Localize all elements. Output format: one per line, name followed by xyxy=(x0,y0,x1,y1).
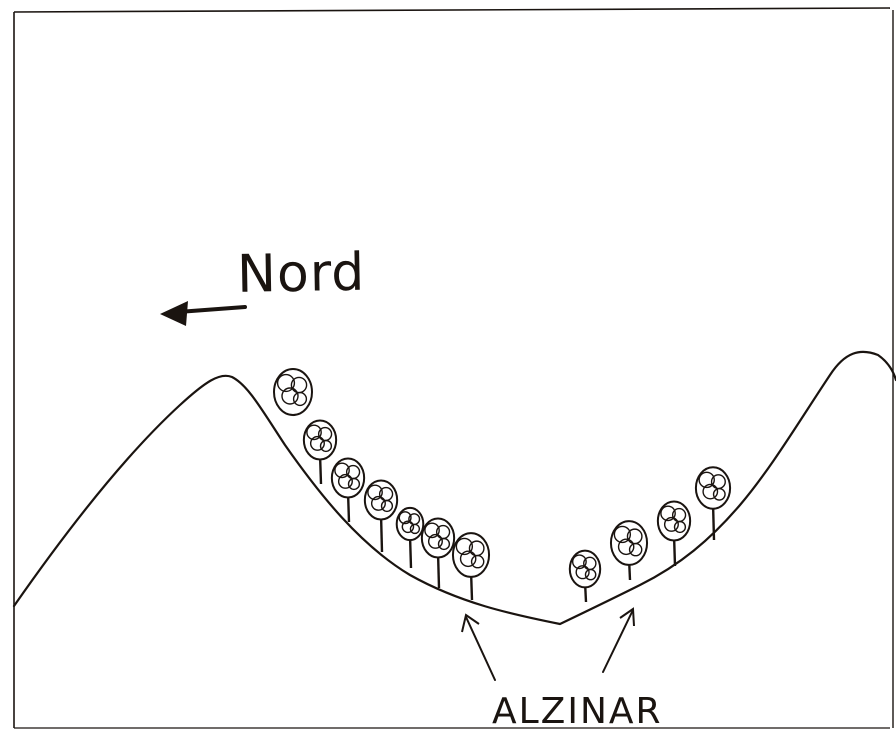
valley-profile xyxy=(12,350,896,626)
arrow-up-icon xyxy=(602,607,635,673)
arrow-left-icon xyxy=(160,301,247,326)
tree-icon xyxy=(330,457,366,523)
direction-label: Nord xyxy=(237,243,366,305)
tree-icon xyxy=(420,517,456,589)
tree-icon xyxy=(451,532,491,601)
tree-icon xyxy=(302,419,338,485)
vegetation-label: ALZINAR xyxy=(492,691,663,732)
tree-icon xyxy=(363,479,399,553)
tree-group xyxy=(273,368,732,603)
tree-icon xyxy=(694,466,732,541)
tree-icon xyxy=(609,520,649,581)
tree-icon xyxy=(568,549,602,603)
tree-icon xyxy=(656,500,692,567)
tree-icon xyxy=(395,506,425,569)
tree-icon xyxy=(273,368,313,417)
arrow-up-icon xyxy=(461,613,496,681)
frame-top xyxy=(13,7,891,13)
